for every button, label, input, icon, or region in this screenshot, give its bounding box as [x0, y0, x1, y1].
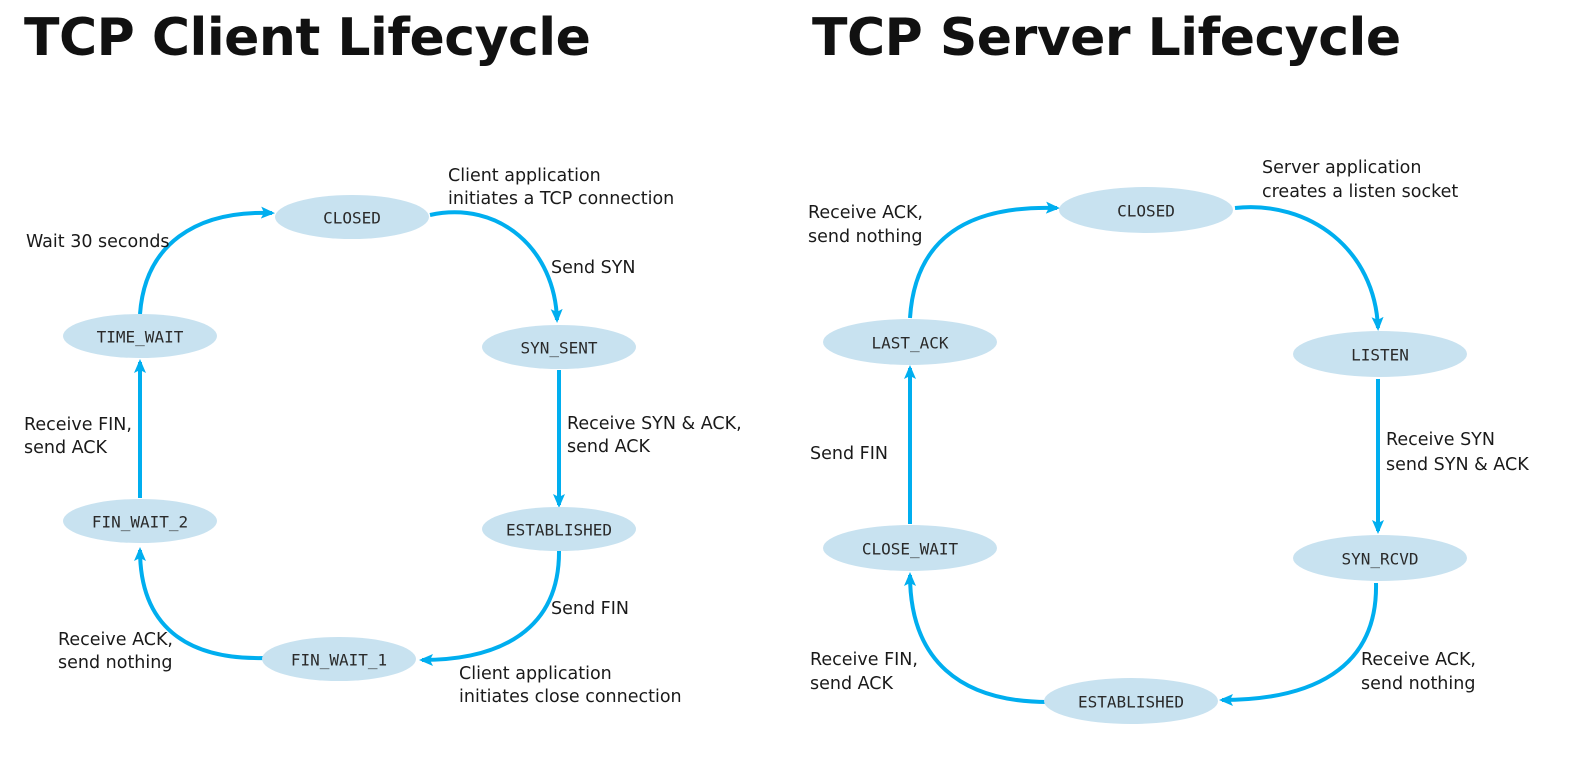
client-edge-time-wait-to-closed	[138, 206, 275, 315]
client-label-receive-syn-ack: Receive SYN & ACK, send ACK	[567, 414, 747, 457]
server-label-receive-ack: Receive ACK, send nothing	[1361, 650, 1482, 694]
client-state-fin-wait-2: FIN_WAIT_2	[63, 499, 217, 543]
client-state-established-label: ESTABLISHED	[506, 521, 612, 540]
client-diagram-title: TCP Client Lifecycle	[24, 8, 591, 68]
server-state-listen: LISTEN	[1293, 331, 1467, 377]
server-label-receive-syn: Receive SYN send SYN & ACK	[1386, 430, 1529, 475]
server-label-receive-ack-last: Receive ACK, send nothing	[808, 203, 929, 247]
client-state-time-wait: TIME_WAIT	[63, 314, 217, 358]
server-edge-syn-rcvd-to-established	[1219, 582, 1379, 706]
server-state-listen-label: LISTEN	[1351, 346, 1409, 365]
client-label-receive-ack: Receive ACK, send nothing	[58, 630, 179, 673]
server-state-close-wait: CLOSE_WAIT	[823, 525, 997, 571]
server-state-last-ack: LAST_ACK	[823, 319, 997, 365]
server-state-closed: CLOSED	[1059, 187, 1233, 233]
server-diagram-title: TCP Server Lifecycle	[812, 8, 1401, 68]
server-state-established-label: ESTABLISHED	[1078, 693, 1184, 712]
server-state-last-ack-label: LAST_ACK	[871, 334, 948, 353]
server-label-send-fin: Send FIN	[810, 444, 888, 464]
client-state-diagram: CLOSED SYN_SENT ESTABLISHED FIN_WAIT_1 F…	[24, 166, 747, 707]
client-state-fin-wait-1: FIN_WAIT_1	[262, 637, 416, 681]
server-state-closed-label: CLOSED	[1117, 202, 1175, 221]
client-label-initiate-connection: Client application initiates a TCP conne…	[448, 166, 674, 209]
server-state-syn-rcvd: SYN_RCVD	[1293, 535, 1467, 581]
client-edge-fin-wait-1-to-fin-wait-2	[134, 547, 266, 661]
client-state-syn-sent-label: SYN_SENT	[520, 339, 597, 358]
client-label-receive-fin: Receive FIN, send ACK	[24, 415, 138, 458]
server-state-close-wait-label: CLOSE_WAIT	[862, 540, 959, 559]
server-edge-closed-to-listen	[1234, 205, 1384, 331]
client-state-fin-wait-2-label: FIN_WAIT_2	[92, 513, 188, 532]
server-state-diagram: CLOSED LISTEN SYN_RCVD ESTABLISHED CLOSE…	[808, 158, 1529, 724]
client-label-send-syn: Send SYN	[551, 258, 636, 278]
client-edge-established-to-fin-wait-1	[419, 549, 562, 666]
server-state-established: ESTABLISHED	[1044, 678, 1218, 724]
client-state-established: ESTABLISHED	[482, 507, 636, 551]
client-state-syn-sent: SYN_SENT	[482, 325, 636, 369]
server-edge-established-to-close-wait	[904, 572, 1049, 704]
client-state-time-wait-label: TIME_WAIT	[97, 328, 184, 347]
server-label-receive-fin: Receive FIN, send ACK	[810, 650, 924, 694]
server-edge-last-ack-to-closed	[908, 201, 1060, 319]
client-edge-closed-to-syn-sent	[429, 210, 563, 323]
server-label-create-listen-socket: Server application creates a listen sock…	[1262, 158, 1458, 202]
client-label-initiate-close: Client application initiates close conne…	[459, 664, 682, 707]
client-label-wait-30-seconds: Wait 30 seconds	[26, 232, 170, 252]
server-state-syn-rcvd-label: SYN_RCVD	[1341, 550, 1418, 569]
client-state-closed-label: CLOSED	[323, 209, 381, 228]
client-state-fin-wait-1-label: FIN_WAIT_1	[291, 651, 387, 670]
client-label-send-fin: Send FIN	[551, 599, 629, 619]
client-state-closed: CLOSED	[275, 195, 429, 239]
